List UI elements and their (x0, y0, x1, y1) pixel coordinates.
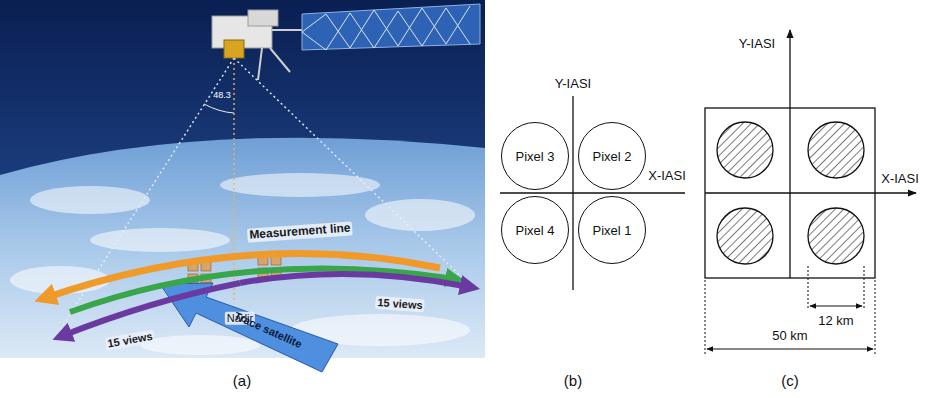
pixel-label: Pixel 3 (515, 149, 554, 164)
dimension-label: 50 km (770, 329, 809, 344)
panel-caption: (c) (779, 372, 801, 389)
satellite-illustration (0, 0, 485, 372)
axis-label: X-IASI (879, 172, 921, 187)
dimension-label: 12 km (816, 314, 855, 329)
footprint-grid (705, 30, 916, 354)
axis-label: Y-IASI (553, 77, 593, 92)
pixel-circle: Pixel 2 (578, 122, 646, 190)
pixel-label: Pixel 1 (592, 223, 631, 238)
panel-caption: (b) (562, 372, 584, 389)
angle-label: 48.3 (211, 90, 233, 100)
pixel-circle: Pixel 4 (501, 196, 569, 264)
pixel-label: Pixel 4 (515, 223, 554, 238)
panel-caption: (a) (231, 372, 253, 389)
pixel-axes (500, 96, 685, 290)
axis-label: X-IASI (646, 169, 688, 184)
axis-label: Y-IASI (737, 37, 777, 52)
pixel-label: Pixel 2 (592, 149, 631, 164)
pixel-circle: Pixel 1 (578, 196, 646, 264)
pixel-circle: Pixel 3 (501, 122, 569, 190)
